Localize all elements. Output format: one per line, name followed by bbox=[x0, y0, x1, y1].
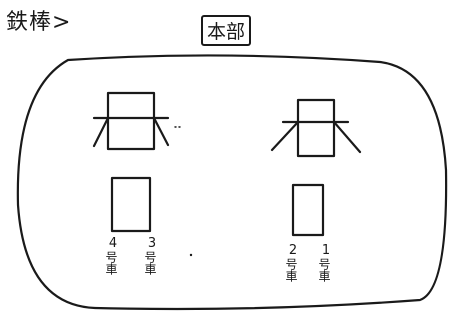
pencil-dot bbox=[189, 253, 193, 257]
page-title: 鉄棒> bbox=[6, 10, 72, 35]
horizontal-bar-left bbox=[92, 91, 183, 151]
bar-3-label: 3 号車 bbox=[143, 236, 160, 275]
bar-3-text: 号車 bbox=[143, 251, 157, 275]
bar-2-number: 2 bbox=[288, 243, 298, 258]
bar-2-text: 号車 bbox=[284, 258, 298, 282]
vehicle-box-right bbox=[291, 183, 325, 237]
bar-4-label: 4 号車 bbox=[104, 236, 121, 275]
bar-4-text: 号車 bbox=[104, 251, 118, 275]
bar-4-number: 4 bbox=[108, 236, 118, 251]
bar-3-number: 3 bbox=[147, 236, 157, 251]
bar-2-label: 2 号車 bbox=[284, 243, 301, 282]
bar-1-text: 号車 bbox=[317, 258, 331, 282]
horizontal-bar-right bbox=[270, 98, 362, 158]
bar-1-label: 1 号車 bbox=[317, 243, 334, 282]
bar-1-number: 1 bbox=[321, 243, 331, 258]
headquarters-label: 本部 bbox=[201, 15, 252, 46]
field-outline bbox=[16, 54, 448, 311]
vehicle-box-left bbox=[110, 176, 152, 233]
